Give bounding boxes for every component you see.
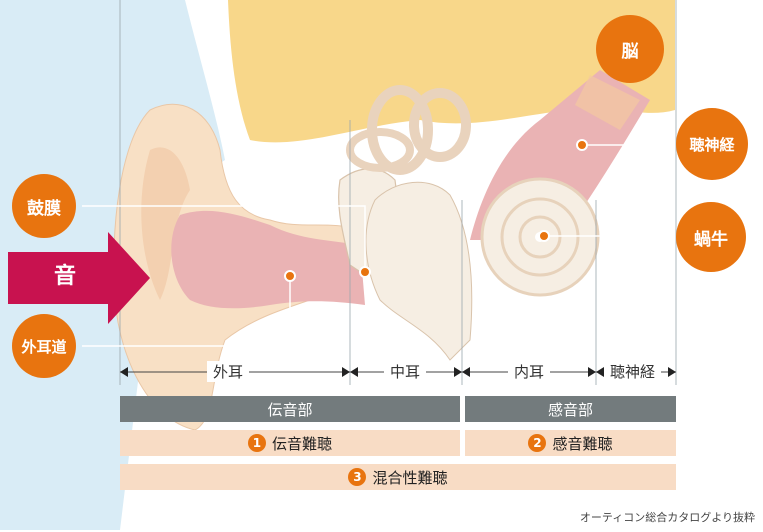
sensorineural-part-bar: 感音部 [465, 396, 676, 422]
section-nerve: 聴神経 [604, 361, 662, 382]
brain-callout: 脳 [596, 15, 664, 83]
ear-canal-shape [171, 210, 365, 309]
sensorineural-loss-number: 2 [528, 434, 547, 452]
conductive-part-bar: 伝音部 [120, 396, 460, 422]
inner-ear-body [365, 181, 473, 361]
cochlea-mid [500, 197, 580, 277]
cochlea-inner [518, 215, 562, 259]
sensorineural-loss-bar: 2 感音難聴 [465, 430, 676, 456]
source-credit: オーティコン総合カタログより抜粋 [579, 511, 755, 524]
auditory-nerve-callout: 聴神経 [676, 108, 748, 180]
mixed-loss-bar: 3 混合性難聴 [120, 464, 676, 490]
leader-lines [82, 144, 660, 347]
auricle-inner [141, 147, 190, 300]
nerve-gradient [575, 75, 640, 130]
eardrum-leader [82, 205, 366, 272]
section-inner-ear: 内耳 [508, 361, 551, 382]
conductive-loss-label: 伝音難聴 [271, 434, 332, 453]
section-outer-ear: 外耳 [207, 361, 250, 382]
mixed-loss-number: 3 [348, 468, 367, 486]
leader-dots [284, 139, 588, 282]
cochlea-callout: 蝸牛 [676, 202, 746, 272]
semicircular-canal-2 [409, 88, 471, 162]
ear-canal-leader [82, 276, 291, 347]
sound-label: 音 [53, 264, 76, 289]
sensorineural-loss-label: 感音難聴 [552, 434, 613, 453]
ear-canal-callout: 外耳道 [12, 314, 76, 378]
eardrum-callout: 鼓膜 [12, 174, 76, 238]
mixed-loss-label: 混合性難聴 [372, 468, 448, 487]
section-middle-ear: 中耳 [384, 361, 427, 382]
section-arrowheads [120, 367, 676, 377]
sensorineural-part-label: 感音部 [547, 400, 593, 419]
conductive-loss-bar: 1 伝音難聴 [120, 430, 460, 456]
sound-arrow [8, 232, 150, 324]
conductive-loss-number: 1 [247, 434, 266, 452]
conductive-part-label: 伝音部 [267, 400, 313, 419]
